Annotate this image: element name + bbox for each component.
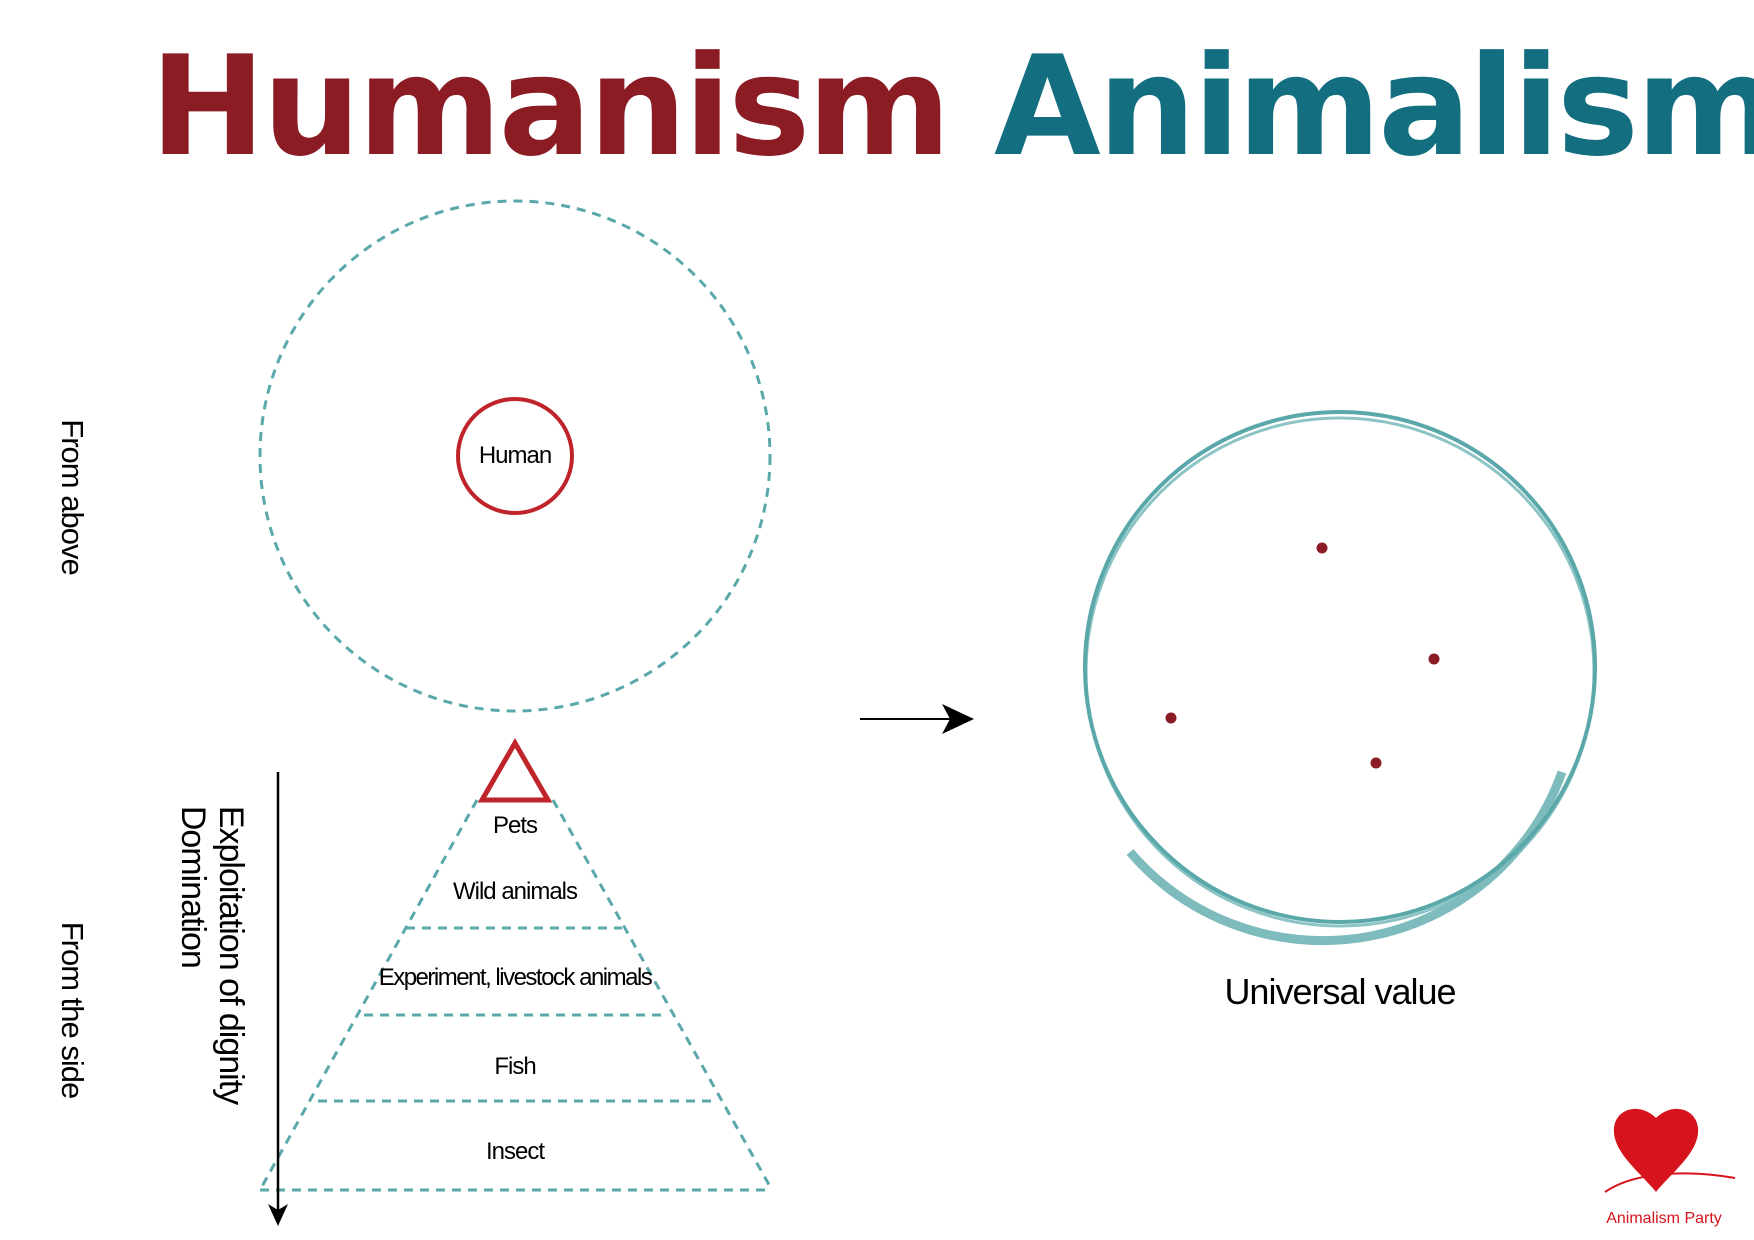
species-dot <box>1370 757 1382 769</box>
human-circle <box>456 397 574 515</box>
transition-arrowhead <box>942 704 974 734</box>
pyramid-left-edge <box>258 799 479 1191</box>
pyramid-level-insect: Insect <box>485 1138 545 1165</box>
species-dot <box>1165 712 1177 724</box>
human-triangle <box>477 738 553 803</box>
outer-dashed-circle <box>258 199 772 713</box>
species-dot <box>1428 653 1440 665</box>
pyramid-level-wild: Wild animals <box>452 878 578 905</box>
from-above-label: From above <box>55 419 90 575</box>
domination-arrowhead <box>268 1204 288 1226</box>
heart-icon <box>1604 1108 1736 1193</box>
humanism-title: Humanism <box>150 26 951 187</box>
axis-label-line2: Domination <box>174 805 212 968</box>
species-dot <box>1316 542 1328 554</box>
axis-label: Exploitation of dignity Domination <box>174 806 250 1104</box>
animalism-title: Animalism <box>994 26 1754 187</box>
logo-text: Animalism Party <box>1606 1210 1722 1227</box>
pyramid-level-pets: Pets <box>492 812 538 839</box>
pyramid-right-edge <box>551 799 774 1191</box>
pyramid-level-fish: Fish <box>494 1053 536 1080</box>
pyramid-level-experiment: Experiment, livestock animals <box>378 964 653 991</box>
universal-circle-rim <box>1126 770 1567 946</box>
universal-circle <box>1083 410 1597 924</box>
universal-value-label: Universal value <box>1224 971 1456 1012</box>
from-side-label: From the side <box>55 921 90 1099</box>
human-label: Human <box>478 442 552 469</box>
axis-label-line1: Exploitation of dignity <box>212 805 250 1105</box>
